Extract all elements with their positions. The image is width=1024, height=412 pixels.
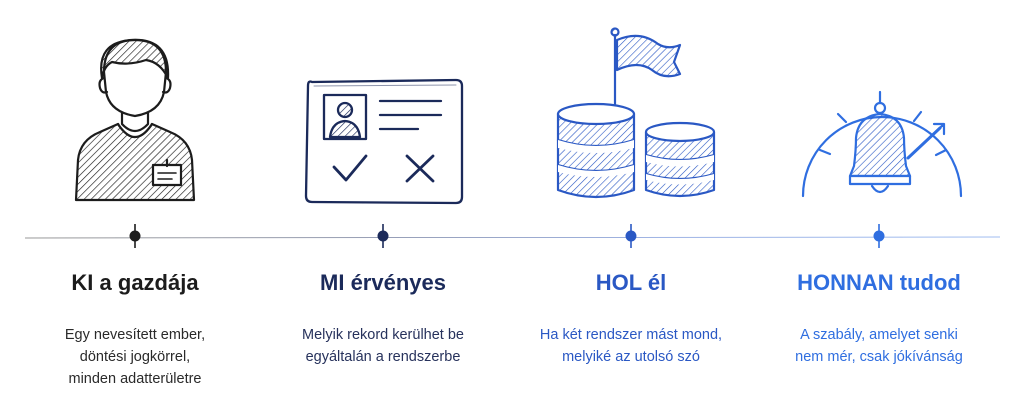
- person-badge-icon: [74, 38, 196, 202]
- timeline-marker-3: [625, 224, 637, 248]
- bell-gauge-icon: [801, 90, 963, 198]
- column-desc: Egy nevesített ember, döntési jogkörrel,…: [64, 327, 206, 387]
- column-what: MI érvényes Melyik rekord kerülhet be eg…: [273, 268, 493, 368]
- column-who: KI a gazdája Egy nevesített ember, dönté…: [25, 268, 245, 390]
- column-source: HONNAN tudod A szabály, amelyet senki ne…: [769, 268, 989, 368]
- column-title: KI a gazdája: [71, 270, 199, 295]
- column-title: MI érvényes: [320, 270, 446, 295]
- column-title: HONNAN tudod: [797, 270, 961, 295]
- column-desc: A szabály, amelyet senki nem mér, csak j…: [795, 327, 963, 365]
- id-card-icon: [304, 78, 464, 205]
- timeline-marker-1: [129, 224, 141, 248]
- column-title: HOL él: [595, 270, 667, 295]
- column-desc: Melyik rekord kerülhet be egyáltalán a r…: [302, 327, 464, 365]
- timeline-marker-4: [873, 224, 885, 248]
- column-desc: Ha két rendszer mást mond, melyiké az ut…: [539, 327, 723, 365]
- column-where: HOL él Ha két rendszer mást mond, melyik…: [521, 268, 741, 368]
- database-flag-icon: [556, 27, 716, 199]
- timeline-marker-2: [377, 224, 389, 248]
